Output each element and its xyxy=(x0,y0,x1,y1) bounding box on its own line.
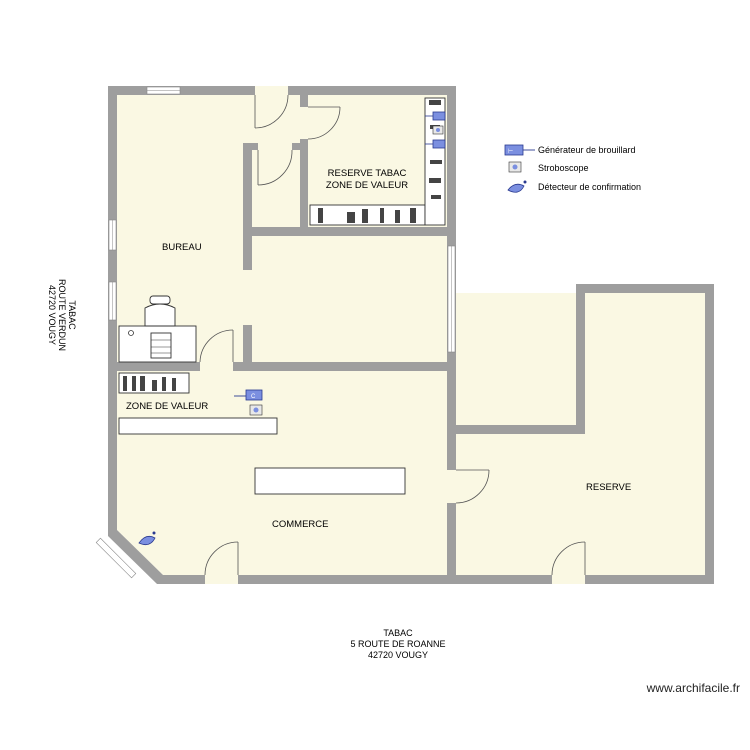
address-side-line1: TABAC xyxy=(67,300,77,330)
strobe-icon xyxy=(432,125,444,135)
address-side-line2: ROUTE VERDUN xyxy=(57,279,67,351)
strobe-icon xyxy=(508,161,522,173)
address-bottom-line1: TABAC xyxy=(383,628,413,638)
room-label-commerce: COMMERCE xyxy=(272,519,328,530)
room-label-reserve-tabac-zone: ZONE DE VALEUR xyxy=(326,180,408,191)
display-table xyxy=(254,467,406,495)
legend-label: Stroboscope xyxy=(538,163,589,173)
room-label-reserve: RESERVE xyxy=(586,482,631,493)
room-label-zone-valeur: ZONE DE VALEUR xyxy=(126,401,208,412)
fog-generator-icon: ⊢ xyxy=(504,144,535,156)
room-label-reserve-tabac: RESERVE TABAC xyxy=(328,168,407,179)
address-side: TABAC ROUTE VERDUN 42720 VOUGY xyxy=(47,279,77,351)
room-label-bureau: BUREAU xyxy=(162,242,202,253)
legend-label: Générateur de brouillard xyxy=(538,145,636,155)
reserve-upper-floor xyxy=(585,293,706,433)
detector-icon xyxy=(507,180,527,193)
address-bottom-line3: 42720 VOUGY xyxy=(368,650,428,660)
svg-text:C: C xyxy=(251,394,256,400)
floors xyxy=(117,95,706,575)
fog-generator-icon xyxy=(425,111,446,121)
fog-generator-icon: C xyxy=(234,389,263,401)
legend-label: Détecteur de confirmation xyxy=(538,182,641,192)
doors xyxy=(199,86,586,584)
address-side-line3: 42720 VOUGY xyxy=(47,285,57,345)
office-chair xyxy=(144,295,176,327)
watermark: www.archifacile.fr xyxy=(646,681,740,695)
legend: ⊢ Générateur de brouillard Stroboscope D… xyxy=(504,144,641,193)
legend-item-fog-generator: ⊢ Générateur de brouillard xyxy=(504,144,636,156)
address-bottom-line2: 5 ROUTE DE ROANNE xyxy=(350,639,445,649)
legend-item-detector: Détecteur de confirmation xyxy=(507,180,641,193)
legend-item-strobe: Stroboscope xyxy=(508,161,589,173)
strobe-icon xyxy=(249,404,263,416)
room-labels: BUREAU RESERVE TABAC ZONE DE VALEUR ZONE… xyxy=(126,168,631,530)
svg-text:⊢: ⊢ xyxy=(508,148,513,155)
detector-icon xyxy=(138,531,156,546)
address-bottom: TABAC 5 ROUTE DE ROANNE 42720 VOUGY xyxy=(350,628,445,660)
windows xyxy=(95,86,456,579)
counter xyxy=(118,417,278,435)
devices: C xyxy=(138,111,446,546)
fog-generator-icon xyxy=(425,139,446,149)
